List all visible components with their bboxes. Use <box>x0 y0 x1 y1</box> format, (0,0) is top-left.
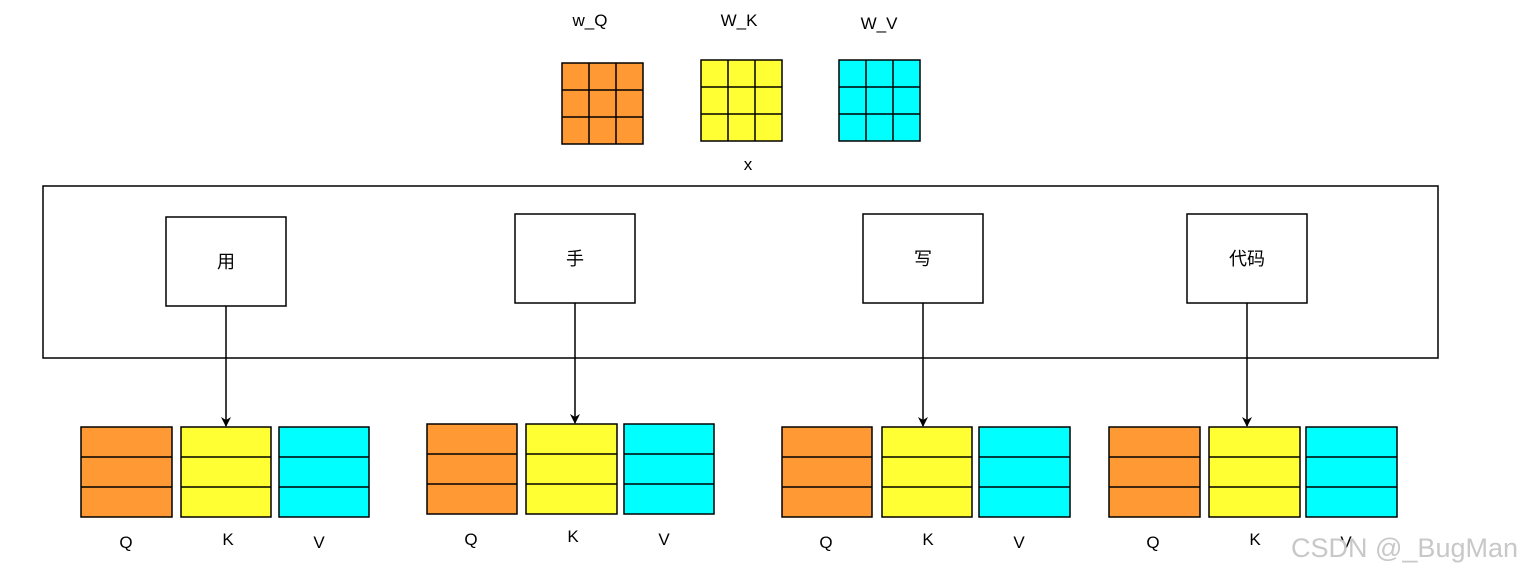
v-label: V <box>658 530 670 549</box>
k-vector <box>881 426 973 518</box>
v-vector <box>978 426 1071 518</box>
cell-background <box>978 426 1071 518</box>
v-label: V <box>313 533 325 552</box>
k-label: K <box>222 530 234 549</box>
v-label: V <box>1013 533 1025 552</box>
k-vector <box>525 423 618 515</box>
weight-matrices: w_Q W_K W_V x <box>561 11 921 174</box>
v-vector <box>278 426 370 518</box>
v-label: V <box>1340 533 1352 552</box>
q-vector <box>80 426 173 518</box>
k-label: K <box>1249 530 1261 549</box>
token-text: 用 <box>217 252 235 273</box>
token-group: 写 Q K V <box>781 213 1071 552</box>
cell-background <box>838 59 921 142</box>
cell-background <box>278 426 370 518</box>
token-group: 手 Q K V <box>426 213 715 549</box>
q-label: Q <box>819 533 832 552</box>
q-label: Q <box>1146 533 1159 552</box>
x-label: x <box>744 155 753 174</box>
cell-background <box>80 426 173 518</box>
cell-background <box>1208 426 1301 518</box>
cell-background <box>525 423 618 515</box>
cell-background <box>426 423 518 515</box>
token-group: 用 Q K V <box>80 216 370 552</box>
w-q-matrix <box>561 62 644 145</box>
q-label: Q <box>464 530 477 549</box>
k-vector <box>1208 426 1301 518</box>
token-text: 写 <box>914 249 932 270</box>
w-v-label: W_V <box>861 14 899 33</box>
cell-background <box>1305 426 1398 518</box>
token-box <box>1186 213 1308 304</box>
v-vector <box>623 423 715 515</box>
q-label: Q <box>119 533 132 552</box>
cell-background <box>1108 426 1201 518</box>
cell-background <box>781 426 873 518</box>
token-box <box>862 213 984 304</box>
w-k-matrix <box>700 59 783 142</box>
q-vector <box>781 426 873 518</box>
w-k-label: W_K <box>721 11 759 30</box>
v-vector <box>1305 426 1398 518</box>
k-label: K <box>567 527 579 546</box>
w-q-label: w_Q <box>572 11 608 30</box>
watermark-text: CSDN @_BugMan <box>1291 533 1518 563</box>
cell-background <box>881 426 973 518</box>
cell-background <box>623 423 715 515</box>
cell-background <box>561 62 644 145</box>
token-group: 代码 Q K V <box>1108 213 1398 552</box>
cell-background <box>700 59 783 142</box>
input-sequence-container <box>42 185 1439 359</box>
cell-background <box>180 426 272 518</box>
k-label: K <box>922 530 934 549</box>
q-vector <box>1108 426 1201 518</box>
q-vector <box>426 423 518 515</box>
k-vector <box>180 426 272 518</box>
token-text: 代码 <box>1229 249 1265 270</box>
token-text: 手 <box>566 249 584 270</box>
w-v-matrix <box>838 59 921 142</box>
